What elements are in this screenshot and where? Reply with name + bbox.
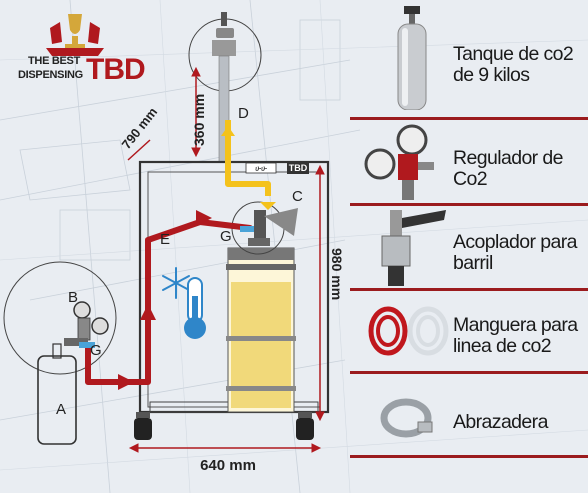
logo-mark: TBD: [86, 53, 146, 86]
gas-connector-regulator: [79, 342, 95, 348]
width-label: 640 mm: [200, 457, 256, 474]
legend-co2-tank-line2: de 9 kilos: [453, 64, 530, 86]
point-g-regulator-label: G: [90, 342, 102, 359]
co2-tank: [37, 343, 77, 445]
logo-text-bottom: DISPENSING: [18, 69, 83, 81]
cabinet-badge-left: ሁሁ: [255, 164, 267, 173]
keg-coupler-icon: [248, 208, 298, 246]
point-a-label: A: [56, 401, 66, 418]
dimension-arrows: [127, 66, 325, 453]
point-c-label: C: [292, 188, 303, 205]
tap-faucet-icon: [212, 12, 236, 56]
co2-tank-icon: [397, 6, 427, 110]
cabinet-badge-right: TBD: [289, 163, 308, 173]
legend-co2-tank-line1: Tanque de co2: [453, 43, 574, 65]
depth-label: 790 mm: [119, 104, 161, 151]
legend-regulator-line1: Regulador de: [453, 147, 563, 169]
point-g-keg-label: G: [220, 228, 232, 245]
tower-height-label: 360 mm: [191, 94, 207, 146]
legend-hose-line1: Manguera para: [453, 314, 578, 336]
legend-item-co2-tank: Tanque de co2 de 9 kilos: [360, 0, 588, 110]
legend-item-coupler: Acoplador para barril: [360, 206, 588, 306]
brand-logo: THE BEST DISPENSING TBD: [10, 8, 146, 88]
legend-item-clamp: Abrazadera: [360, 374, 588, 474]
point-d-label: D: [238, 105, 249, 122]
legend-coupler-line1: Acoplador para: [453, 231, 577, 253]
legend-regulator-line2: Co2: [453, 168, 488, 190]
cabinet-height-label: 980 mm: [329, 248, 345, 300]
thermometer-icon: [184, 277, 206, 339]
legend-divider: [350, 288, 588, 291]
regulator-icon: [364, 124, 434, 200]
trophy-icon: [46, 14, 104, 56]
beer-line: [225, 120, 271, 196]
point-b-label: B: [68, 289, 78, 306]
point-e-label: E: [160, 231, 170, 248]
legend-divider: [350, 371, 588, 374]
legend-clamp-line1: Abrazadera: [453, 411, 548, 433]
legend-item-regulator: Regulador de Co2: [360, 120, 588, 220]
clamp-icon: [380, 398, 433, 438]
caster-wheels: [134, 412, 314, 440]
logo-text-top: THE BEST: [28, 55, 80, 67]
beer-keg: [226, 247, 296, 413]
coupler-icon: [381, 210, 446, 286]
regulator-zoom-circle: [3, 261, 117, 375]
regulator-gauges-icon: [64, 301, 109, 346]
legend-hose-line2: linea de co2: [453, 335, 552, 357]
gas-connector-keg: [240, 226, 254, 232]
legend-divider: [350, 455, 588, 458]
legend-coupler-line2: barril: [453, 252, 493, 274]
legend-divider: [350, 203, 588, 206]
hose-icon: [368, 306, 449, 356]
legend-divider: [350, 117, 588, 120]
snowflake-icon: [162, 267, 190, 299]
legend-item-hose: Manguera para linea de co2: [360, 291, 588, 391]
